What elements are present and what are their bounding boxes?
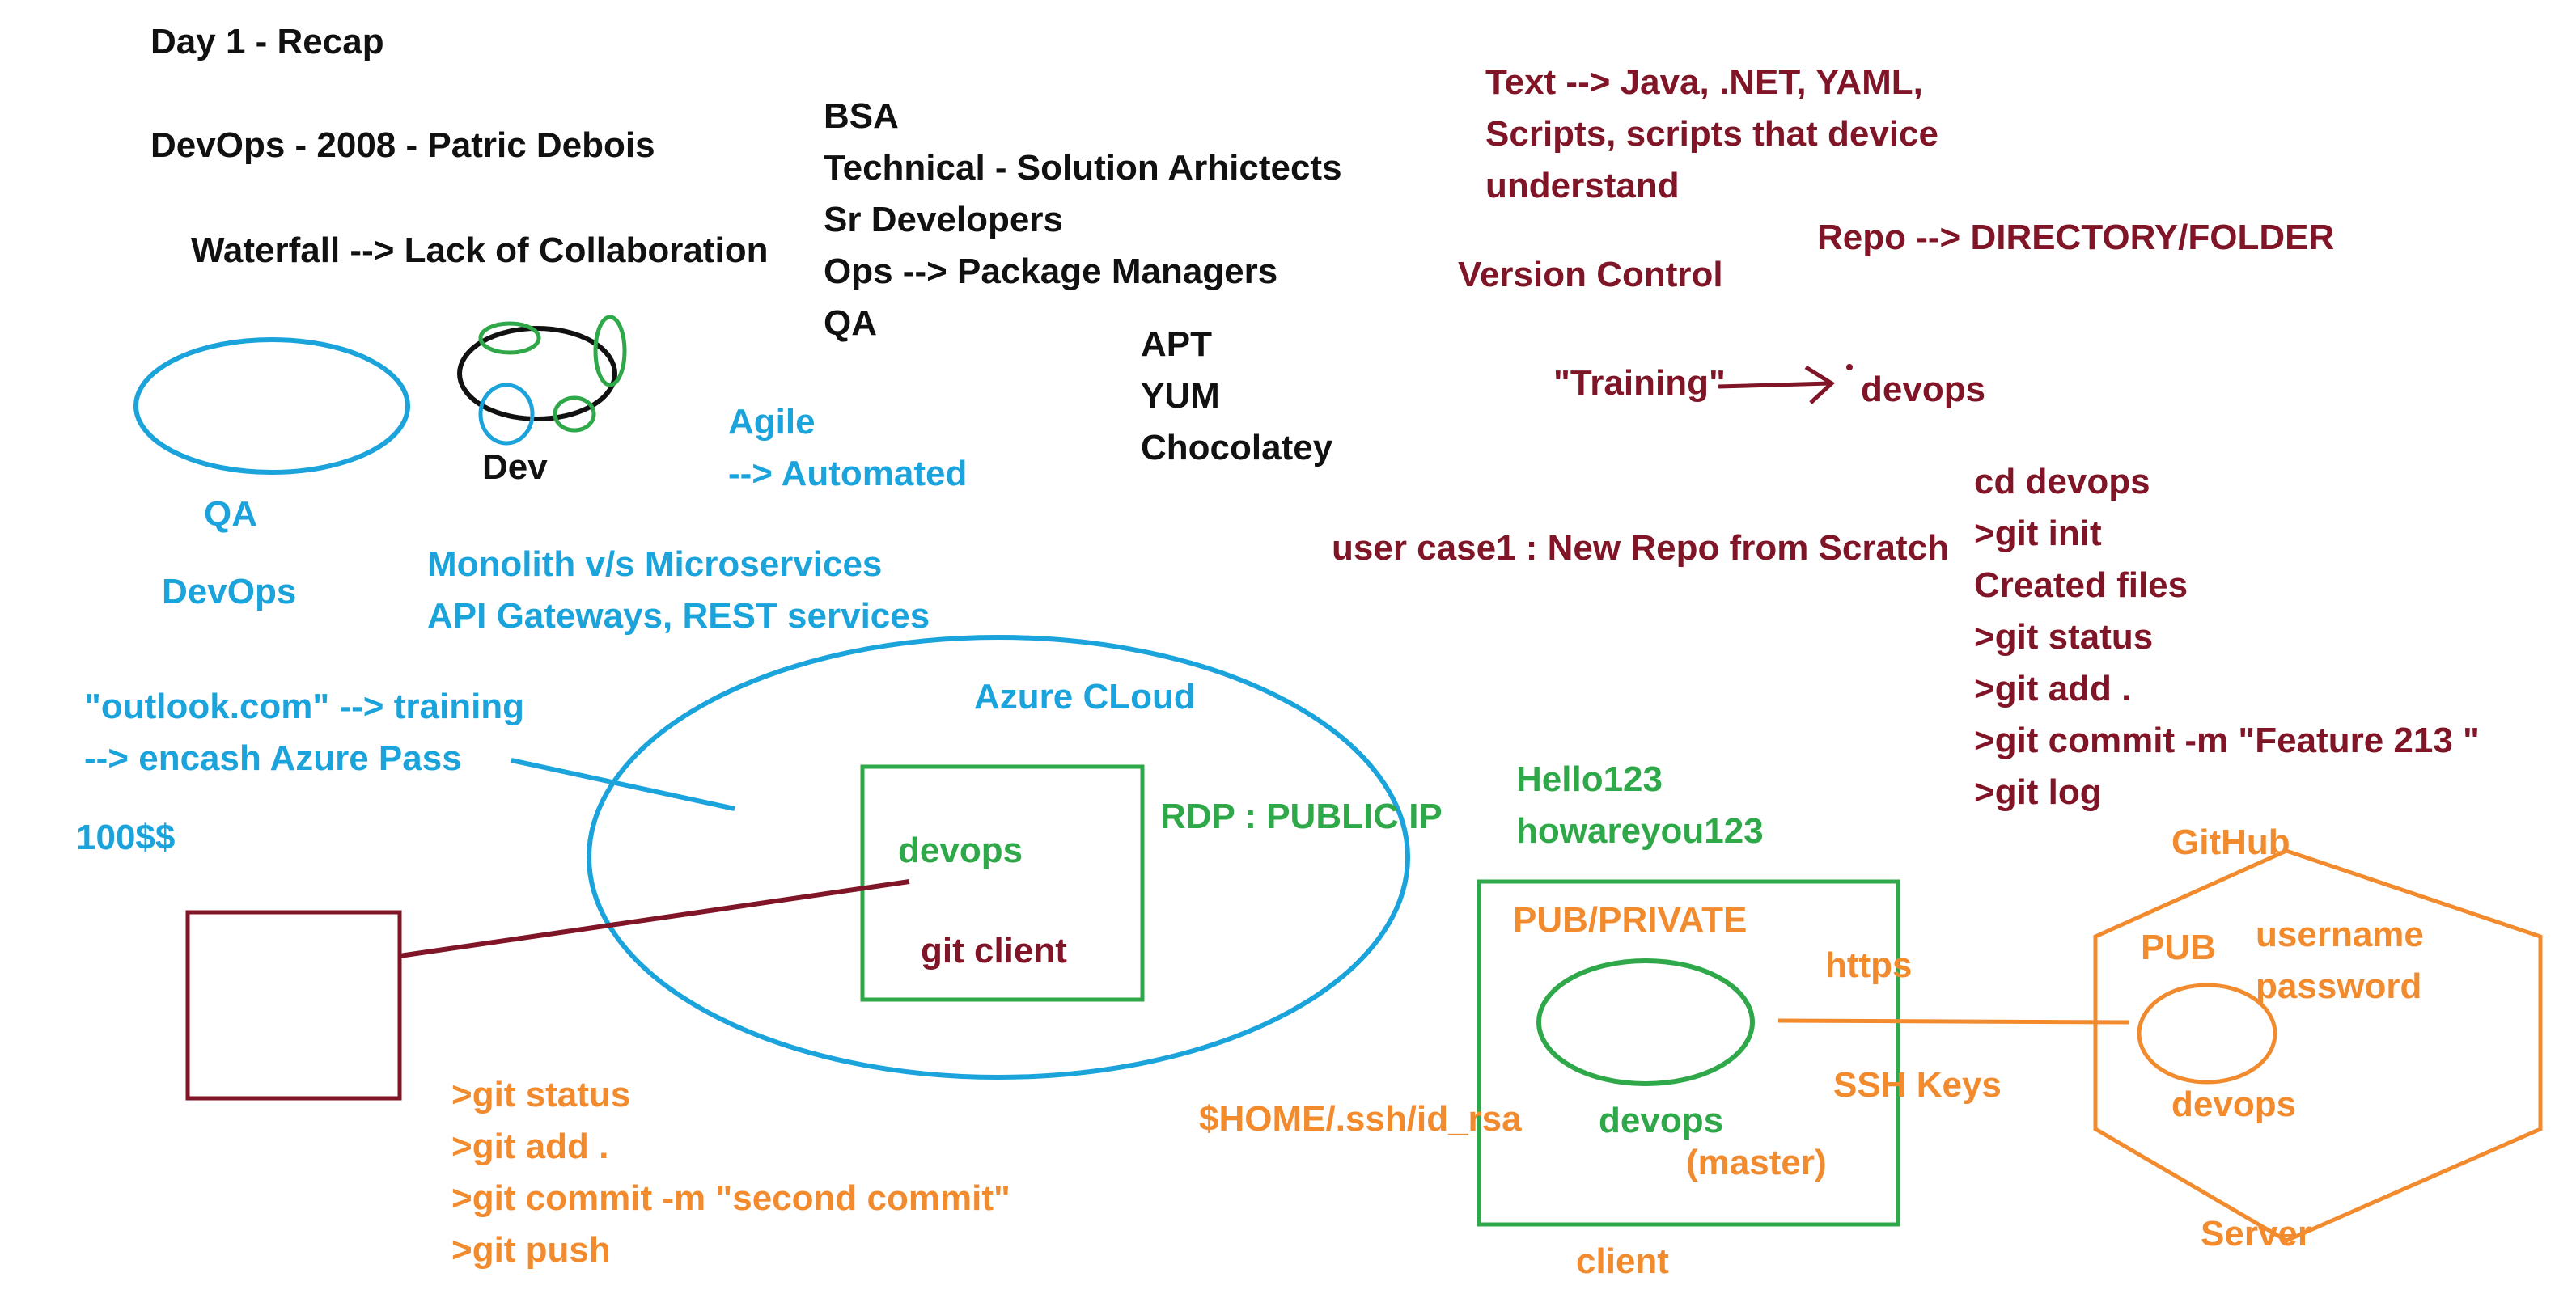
text-files-line: Text --> Java, .NET, YAML, bbox=[1485, 62, 1923, 102]
pub-private-label: PUB/PRIVATE bbox=[1513, 900, 1748, 940]
training-dot bbox=[1846, 364, 1853, 370]
push-command-item: >git commit -m "second commit" bbox=[451, 1178, 1010, 1218]
role-item: Technical - Solution Arhictects bbox=[824, 148, 1342, 188]
server-repo-label: devops bbox=[2171, 1085, 2297, 1124]
server-pub-label: PUB bbox=[2141, 928, 2216, 967]
dev-small-ellipse-top bbox=[478, 321, 541, 355]
package-manager-item: Chocolatey bbox=[1141, 428, 1333, 467]
git-command-item: >git status bbox=[1974, 617, 2154, 657]
ssh-keys-label: SSH Keys bbox=[1833, 1065, 2002, 1105]
package-manager-item: APT bbox=[1141, 324, 1212, 364]
credential-item: Hello123 bbox=[1516, 759, 1663, 799]
monolith-label: Monolith v/s Microservices bbox=[427, 544, 883, 584]
devops-label: DevOps bbox=[162, 572, 297, 611]
package-managers-list: APT YUM Chocolatey bbox=[1141, 319, 1332, 474]
training-arrow-line bbox=[1718, 381, 1831, 389]
rdp-label: RDP : PUBLIC IP bbox=[1160, 797, 1443, 836]
dev-small-ellipse-left bbox=[478, 383, 535, 446]
username-label: username bbox=[2256, 915, 2424, 954]
azure-cloud-ellipse bbox=[587, 635, 1410, 1080]
client-repo-ellipse bbox=[1536, 958, 1755, 1086]
repo-definition: Repo --> DIRECTORY/FOLDER bbox=[1817, 218, 2335, 257]
waterfall-note: Waterfall --> Lack of Collaboration bbox=[191, 230, 769, 270]
server-repo-ellipse bbox=[2137, 983, 2277, 1085]
roles-list: BSA Technical - Solution Arhictects Sr D… bbox=[824, 91, 1342, 349]
server-label: Server bbox=[2201, 1214, 2312, 1254]
recap-title: Day 1 - Recap bbox=[150, 22, 384, 61]
azure-pass-amount: 100$$ bbox=[76, 818, 176, 857]
git-command-item: cd devops bbox=[1974, 462, 2150, 501]
role-item: BSA bbox=[824, 96, 899, 136]
ssh-path-label: $HOME/.ssh/id_rsa bbox=[1199, 1099, 1522, 1139]
git-command-item: Created files bbox=[1974, 565, 2188, 605]
github-server-hexagon bbox=[2093, 848, 2543, 1243]
vm-devops-label: devops bbox=[898, 831, 1023, 870]
training-label: "Training" bbox=[1553, 363, 1726, 403]
password-label: password bbox=[2256, 966, 2422, 1006]
azure-pass-pointer bbox=[511, 758, 735, 811]
role-item: Sr Developers bbox=[824, 200, 1063, 239]
client-label: client bbox=[1576, 1241, 1669, 1281]
github-label: GitHub bbox=[2171, 822, 2290, 862]
text-files-note: Text --> Java, .NET, YAML, Scripts, scri… bbox=[1485, 57, 1938, 212]
push-command-item: >git add . bbox=[451, 1127, 609, 1166]
client-repo-label: devops bbox=[1599, 1101, 1724, 1140]
push-commands-list: >git status >git add . >git commit -m "s… bbox=[451, 1069, 1010, 1276]
qa-ellipse bbox=[133, 337, 410, 475]
azure-cloud-label: Azure CLoud bbox=[974, 677, 1196, 717]
git-command-item: >git commit -m "Feature 213 " bbox=[1974, 721, 2480, 760]
git-command-item: >git init bbox=[1974, 514, 2102, 553]
dev-ellipse bbox=[457, 326, 617, 421]
use-case-label: user case1 : New Repo from Scratch bbox=[1332, 528, 1949, 568]
git-command-item: >git log bbox=[1974, 772, 2102, 812]
credentials-list: Hello123 howareyou123 bbox=[1516, 754, 1764, 857]
text-files-line: Scripts, scripts that device bbox=[1485, 114, 1938, 154]
outlook-note: "outlook.com" --> training bbox=[84, 687, 525, 726]
agile-label: Agile bbox=[728, 402, 816, 442]
text-files-line: understand bbox=[1485, 166, 1680, 205]
dev-label: Dev bbox=[482, 447, 548, 487]
https-label: https bbox=[1825, 945, 1913, 985]
git-commands-list: cd devops >git init Created files >git s… bbox=[1974, 456, 2480, 818]
branch-label: (master) bbox=[1686, 1143, 1827, 1182]
role-item: QA bbox=[824, 303, 877, 343]
git-command-item: >git add . bbox=[1974, 669, 2132, 708]
api-gateways-label: API Gateways, REST services bbox=[427, 596, 930, 636]
push-command-item: >git push bbox=[451, 1230, 611, 1270]
push-command-item: >git status bbox=[451, 1075, 631, 1114]
dev-small-ellipse-right bbox=[593, 315, 627, 387]
role-item: Ops --> Package Managers bbox=[824, 252, 1278, 291]
dev-small-ellipse-bottom bbox=[553, 395, 596, 433]
https-connection-line bbox=[1777, 1018, 2130, 1025]
automated-label: --> Automated bbox=[728, 454, 968, 493]
version-control-label: Version Control bbox=[1458, 255, 1723, 294]
package-manager-item: YUM bbox=[1141, 376, 1220, 416]
vm-box bbox=[860, 764, 1145, 1002]
qa-label: QA bbox=[204, 494, 257, 534]
encash-note: --> encash Azure Pass bbox=[84, 738, 462, 778]
training-arrow-head bbox=[1804, 365, 1836, 404]
git-client-label: git client bbox=[921, 931, 1067, 970]
credential-item: howareyou123 bbox=[1516, 811, 1764, 851]
rdp-connection-line bbox=[399, 879, 910, 958]
devops-folder-label: devops bbox=[1861, 370, 1986, 409]
client-box bbox=[1477, 879, 1900, 1227]
local-machine-box bbox=[185, 910, 402, 1101]
devops-history: DevOps - 2008 - Patric Debois bbox=[150, 125, 655, 165]
